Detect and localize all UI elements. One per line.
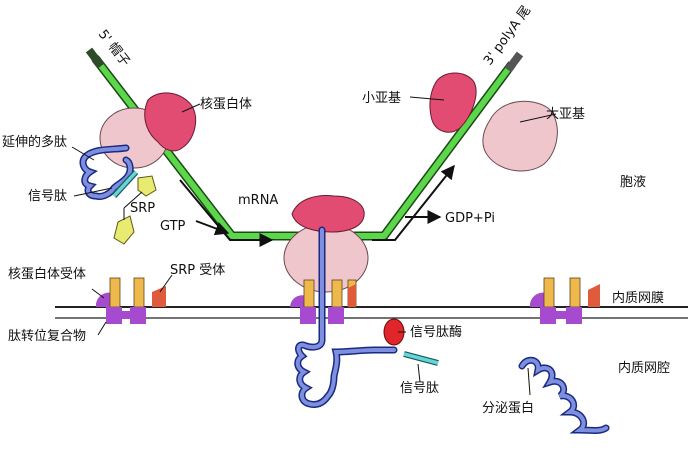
er-membrane	[55, 306, 688, 319]
label-signal-peptide: 信号肽	[28, 189, 67, 204]
large-subunit-free	[482, 100, 558, 172]
cap-5-end	[85, 47, 105, 69]
label-srp-receptor: SRP 受体	[170, 263, 225, 278]
label-mrna: mRNA	[238, 193, 278, 208]
label-srp: SRP	[130, 201, 155, 216]
label-translocon: 肽转位复合物	[8, 329, 86, 344]
secretory-protein-fill	[520, 358, 608, 433]
label-small-subunit: 小亚基	[362, 91, 401, 106]
polya-3-end	[504, 51, 524, 73]
ribosome-top	[99, 92, 197, 169]
label-er-membrane: 内质网膜	[612, 290, 664, 306]
label-ribosome-receptor: 核蛋白体受体	[8, 266, 86, 282]
label-ribosome: 核蛋白体	[200, 96, 252, 112]
ribosome-bound	[283, 195, 369, 293]
receptor-cluster-middle	[290, 279, 357, 324]
label-cytosol: 胞液	[620, 175, 646, 190]
leader-lines	[71, 96, 557, 396]
srp-particle	[113, 175, 157, 245]
label-gtp: GTP	[160, 219, 186, 234]
label-elongating-polypeptide: 延伸的多肽	[2, 134, 67, 150]
receptor-cluster-left	[95, 277, 166, 324]
receptor-cluster-right	[529, 277, 600, 324]
label-large-subunit: 大亚基	[546, 107, 585, 122]
ribosome-large-subunit	[144, 92, 197, 152]
process-arrows	[179, 164, 455, 247]
label-gdp-pi: GDP+Pi	[445, 211, 495, 226]
ribosome-bound-large	[291, 195, 365, 233]
label-secretory-protein: 分泌蛋白	[482, 400, 534, 416]
signal-peptide-top-fill	[112, 170, 138, 198]
signal-peptide-cleaved-fill	[403, 352, 439, 365]
label-signal-peptidase: 信号肽酶	[410, 324, 462, 340]
translocating-polypeptide-fill	[295, 228, 396, 407]
label-er-lumen: 内质网腔	[618, 360, 670, 376]
label-signal-peptide-cleaved: 信号肽	[400, 381, 439, 396]
small-subunit-free	[429, 72, 477, 133]
label-polya-3: 3' polyA 尾	[481, 3, 534, 68]
